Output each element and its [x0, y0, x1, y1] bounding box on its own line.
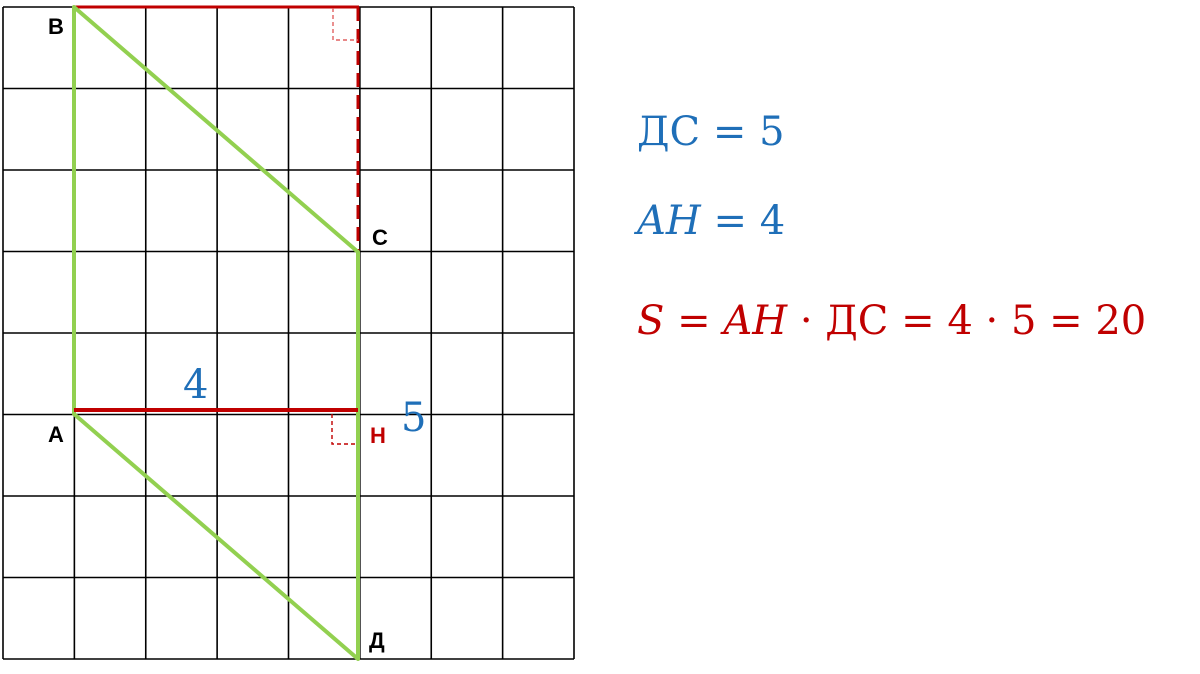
parallelogram-abcd: [72, 5, 360, 661]
measure-ah: 4: [183, 362, 208, 408]
square-grid: [2, 6, 575, 660]
formula-area: S = AH · ДС = 4 · 5 = 20: [637, 298, 1146, 344]
vertex-label-h: Н: [370, 423, 386, 448]
vertex-label-b: В: [48, 14, 64, 39]
formula-ah: AH = 4: [633, 198, 785, 244]
vertex-label-a: А: [48, 422, 64, 447]
vertex-label-d: Д: [369, 628, 385, 653]
measure-dc: 5: [401, 395, 426, 441]
right-angle-mark-top: [332, 8, 358, 41]
vertex-label-c: С: [372, 225, 388, 250]
right-angle-mark-h: [331, 414, 358, 445]
formula-dc: ДС = 5: [637, 109, 785, 155]
